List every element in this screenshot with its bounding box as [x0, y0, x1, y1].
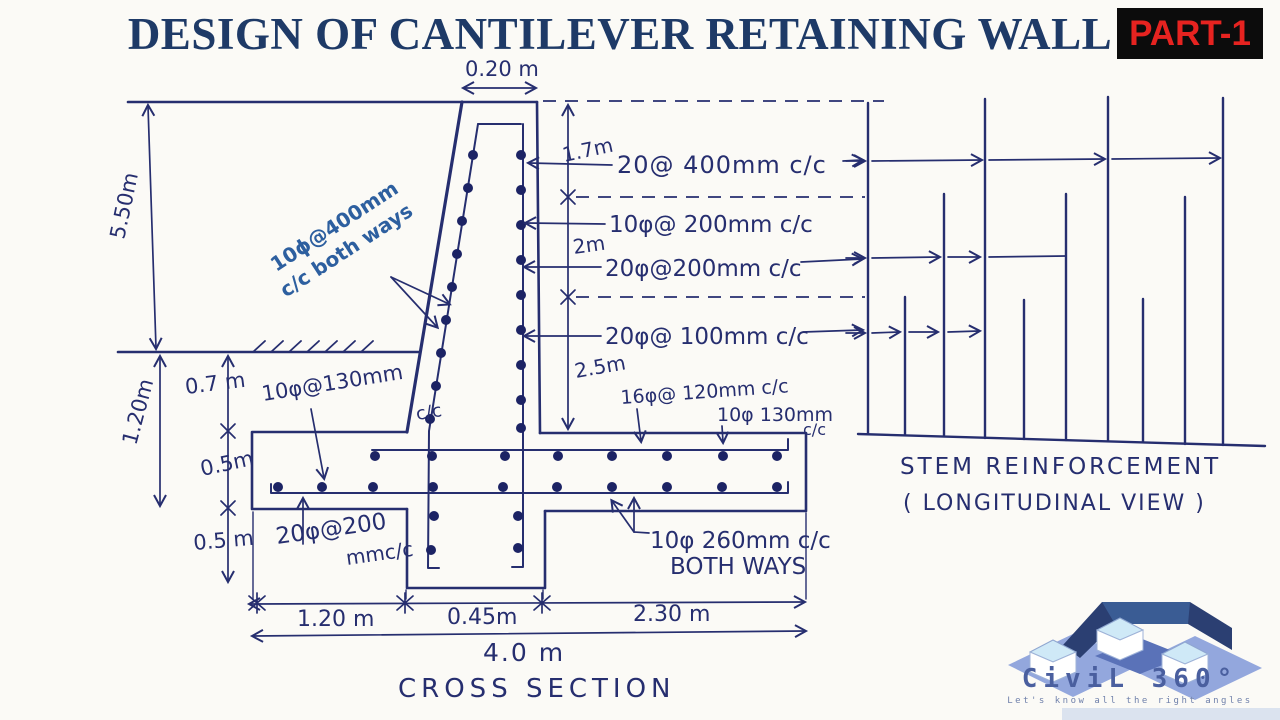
shear-key-outline [405, 507, 547, 590]
stem-front-rebar-line [427, 123, 479, 569]
rebar-label-footing-bottom-line2: BOTH WAYS [670, 554, 806, 580]
dim-label-left-total: 1.20m [118, 376, 159, 447]
dim-label-seg-25: 2.5m [573, 350, 628, 383]
toe-outline [250, 430, 409, 511]
longitudinal-caption-line1: STEM REINFORCEMENT [900, 454, 1221, 480]
dim-label-base-total: 4.0 m [483, 638, 565, 667]
rebar-label-toe-top-line2: c/c [414, 400, 443, 425]
curtailment-dashed-lines [543, 100, 884, 298]
rebar-dots [273, 150, 782, 555]
rebar-label-heel-dist-line1: 10φ 130mm [717, 404, 833, 426]
heel-outline [538, 431, 808, 513]
footing-top-rebar-line [371, 438, 789, 451]
dim-base-segments [246, 595, 808, 611]
longitudinal-arrow-rows [845, 151, 1223, 340]
dim-label-seg-2: 2m [571, 231, 606, 259]
dim-label-stem-base-width: 0.45m [447, 605, 517, 630]
ground-hatching [252, 340, 374, 353]
part-badge-text: PART-1 [1129, 13, 1251, 53]
rebar-label-toe-bottom-line2: mmc/c [344, 537, 414, 570]
bottom-corner-strip [1062, 708, 1280, 720]
longitudinal-baseline [856, 432, 1267, 448]
civil360-logo-icon [1008, 602, 1262, 700]
dim-label-toe-width: 1.20 m [297, 607, 374, 632]
part-badge: PART-1 [1117, 8, 1263, 59]
rebar-label-footing-bottom-line1: 10φ 260mm c/c [650, 528, 831, 554]
cross-section-caption: CROSS SECTION [398, 674, 676, 704]
dim-base-total [249, 624, 809, 643]
dim-label-key-depth: 0.5 m [192, 526, 254, 555]
civil360-logo-text: CiviL 360° [1021, 664, 1239, 694]
longitudinal-view-bars [856, 95, 1267, 448]
rebar-label-toe-top-line1: 10φ@130mm [260, 360, 405, 406]
rebar-label-stem-middle: 20φ@200mm c/c [605, 256, 802, 282]
page-title: DESIGN OF CANTILEVER RETAINING WALL [127, 9, 1113, 59]
dim-wall-height [141, 102, 163, 352]
dim-label-footing-thickness: 0.5m [198, 446, 256, 481]
rebar-label-stem-bottom: 20φ@ 100mm c/c [605, 324, 809, 350]
dim-label-heel-width: 2.30 m [633, 602, 710, 627]
dim-label-toe-cover: 0.7 m [184, 368, 247, 399]
rebar-label-stem-top: 20@ 400mm c/c [617, 151, 827, 179]
footing-bottom-rebar-line [270, 481, 789, 494]
stem-front-face [405, 100, 464, 434]
civil360-tagline: Let's know all the right angles [1007, 696, 1253, 706]
dim-label-wall-height: 5.50m [105, 170, 142, 241]
dim-label-stem-top-width: 0.20 m [465, 57, 539, 81]
rebar-label-heel-dist-line2: c/c [803, 420, 826, 439]
rebar-label-stem-distribution: 10φ@ 200mm c/c [609, 212, 813, 238]
longitudinal-caption-line2: ( LONGITUDINAL VIEW ) [903, 491, 1206, 516]
rebar-cage [270, 123, 789, 569]
leader-lines [296, 153, 866, 545]
